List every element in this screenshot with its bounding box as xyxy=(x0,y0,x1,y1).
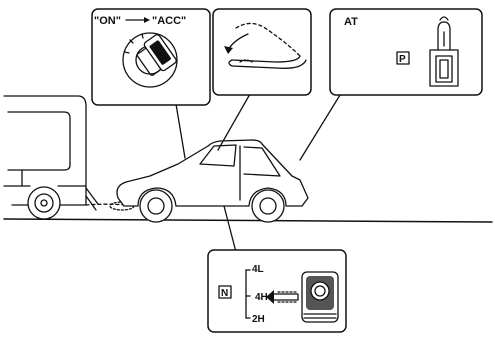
neutral-label: N xyxy=(221,288,228,299)
car-rear-wheel xyxy=(140,190,172,222)
transfer-position-4h: 4H xyxy=(255,292,268,303)
tow-truck-rear-wheel xyxy=(28,187,60,219)
car-front-wheel xyxy=(252,190,284,222)
parking-brake-callout xyxy=(213,9,311,150)
park-position-label: P xyxy=(399,54,406,65)
ground-line xyxy=(4,219,492,222)
towed-car xyxy=(117,140,308,222)
ignition-on-label: "ON" xyxy=(94,15,121,27)
transfer-knob-icon xyxy=(302,272,338,322)
transfer-callout: N 4L 4H 2H xyxy=(208,206,346,332)
transfer-position-2h: 2H xyxy=(252,314,265,325)
transmission-type-label: AT xyxy=(344,16,358,28)
ignition-acc-label: "ACC" xyxy=(152,15,186,27)
transmission-callout: AT P xyxy=(300,9,482,160)
tow-truck xyxy=(4,96,138,219)
transfer-position-4l: 4L xyxy=(252,264,264,275)
ignition-callout: "ON" "ACC" xyxy=(92,9,210,158)
